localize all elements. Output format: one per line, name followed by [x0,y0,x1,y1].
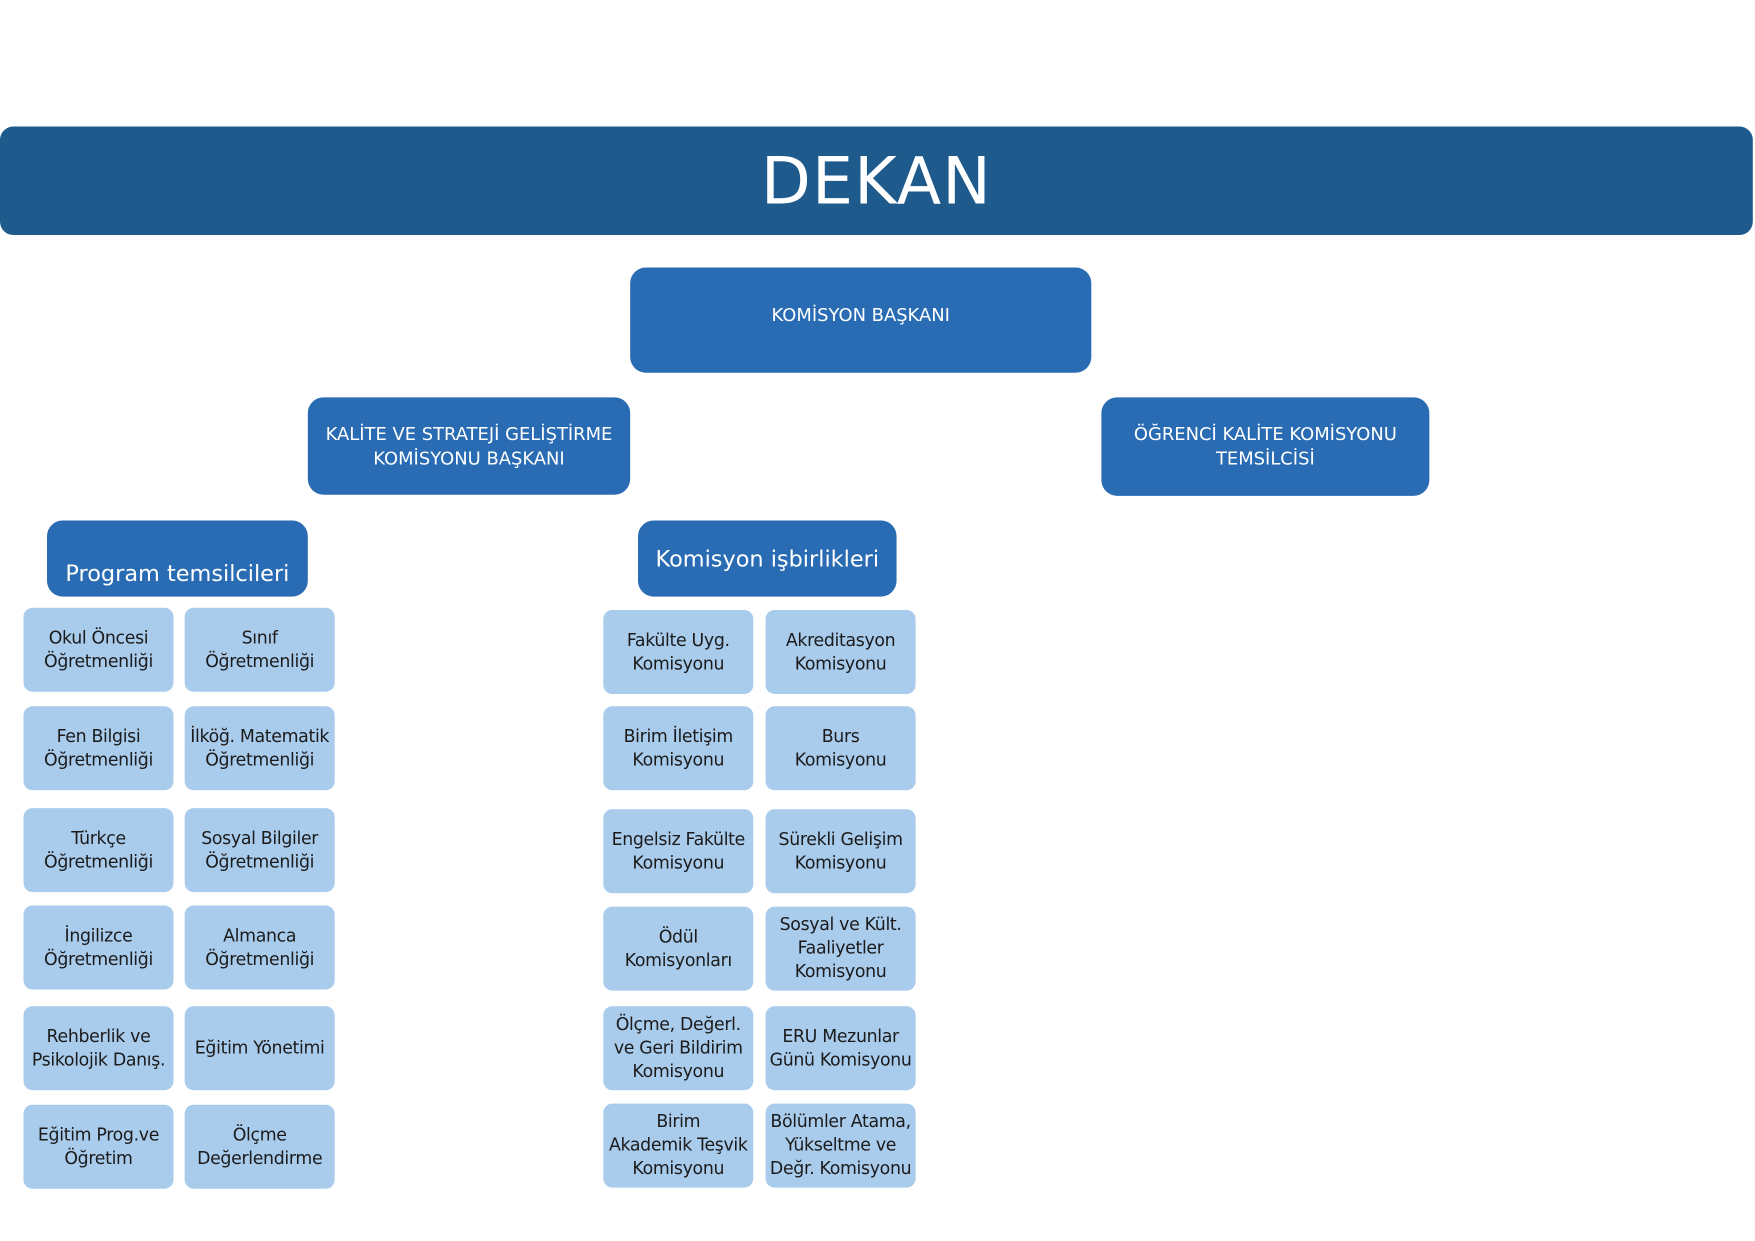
commission-box: Ödül Komisyonları [603,906,754,991]
program-reps-header: Program temsilcileri [47,520,308,597]
quality-strategy-chair-box: KALİTE VE STRATEJİ GELİŞTİRME KOMİSYONU … [307,397,631,495]
commission-collab-header: Komisyon işbirlikleri [638,520,897,597]
commission-box: Bölümler Atama, Yükseltme ve Değr. Komis… [765,1103,916,1188]
student-quality-rep-box: ÖĞRENCİ KALİTE KOMİSYONU TEMSİLCİSİ [1101,397,1430,496]
program-rep-box: Sosyal Bilgiler Öğretmenliği [184,808,335,893]
commission-box: Ölçme, Değerl. ve Geri Bildirim Komisyon… [603,1006,754,1091]
program-rep-box: Sınıf Öğretmenliği [184,607,335,692]
commission-box: Fakülte Uyg. Komisyonu [603,610,754,694]
commission-box: Sosyal ve Kült. Faaliyetler Komisyonu [765,906,916,991]
commission-box: Akreditasyon Komisyonu [765,610,916,694]
program-rep-box: Almanca Öğretmenliği [184,905,335,990]
program-rep-box: Eğitim Yönetimi [184,1006,335,1091]
commission-chair-box: KOMİSYON BAŞKANI [630,267,1092,373]
commission-box: Birim Akademik Teşvik Komisyonu [603,1103,754,1188]
program-rep-box: Rehberlik ve Psikolojik Danış. [23,1006,174,1091]
program-rep-box: Okul Öncesi Öğretmenliği [23,607,174,692]
program-rep-box: İlköğ. Matematik Öğretmenliği [184,706,335,791]
program-rep-box: İngilizce Öğretmenliği [23,905,174,990]
program-rep-box: Eğitim Prog.ve Öğretim [23,1104,174,1189]
program-rep-box: Fen Bilgisi Öğretmenliği [23,706,174,791]
commission-box: Birim İletişim Komisyonu [603,706,754,791]
commission-box: Engelsiz Fakülte Komisyonu [603,809,754,894]
commission-box: Burs Komisyonu [765,706,916,791]
program-rep-box: Ölçme Değerlendirme [184,1104,335,1189]
dean-box: DEKAN [0,126,1753,236]
commission-box: ERU Mezunlar Günü Komisyonu [765,1006,916,1091]
program-rep-box: Türkçe Öğretmenliği [23,808,174,893]
commission-box: Sürekli Gelişim Komisyonu [765,809,916,894]
